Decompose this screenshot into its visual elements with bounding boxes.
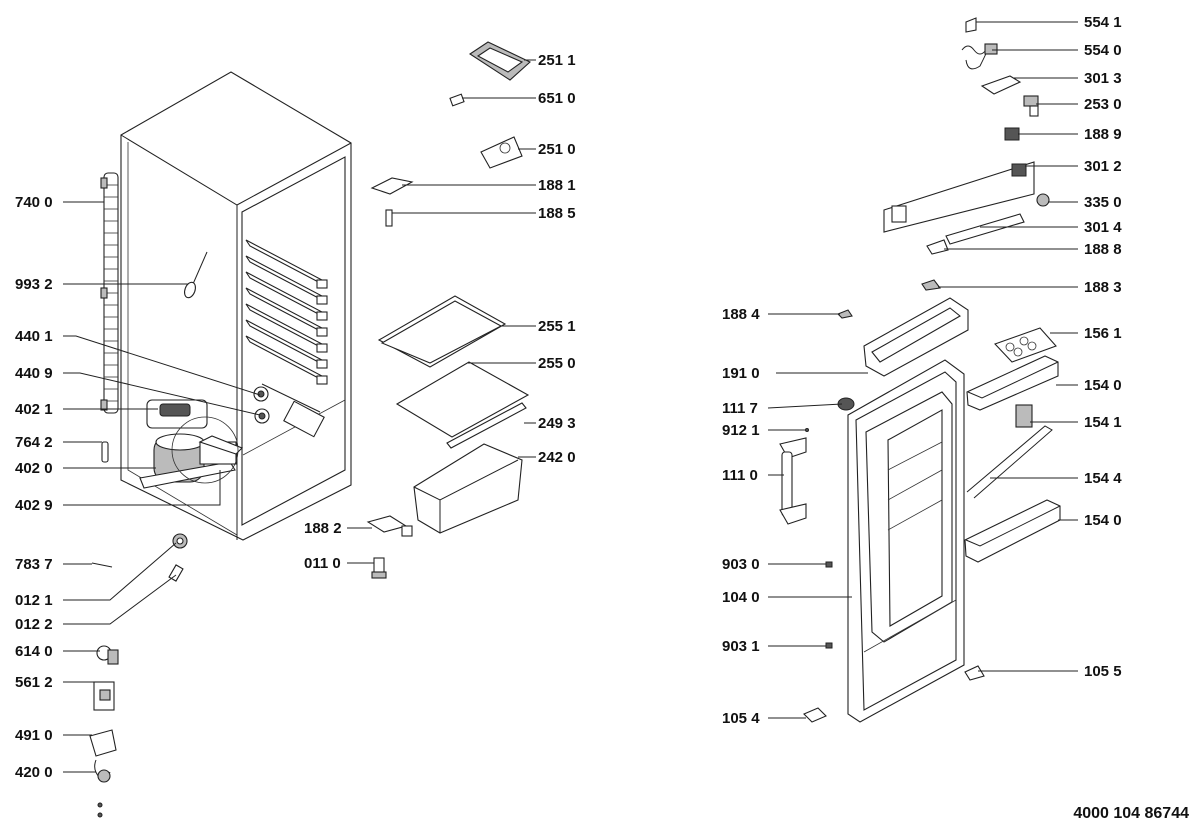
label-188-9: 188 9 [1084,126,1122,143]
label-301-2: 301 2 [1084,158,1122,175]
label-301-3: 301 3 [1084,70,1122,87]
label-251-1: 251 1 [538,52,576,69]
label-903-1: 903 1 [722,638,760,655]
label-154-0-lower: 154 0 [1084,512,1122,529]
label-740-0: 740 0 [15,194,53,211]
label-255-1: 255 1 [538,318,576,335]
label-011-0: 011 0 [304,555,341,572]
label-104-0: 104 0 [722,589,760,606]
label-903-0: 903 0 [722,556,760,573]
label-191-0: 191 0 [722,365,760,382]
label-012-2: 012 2 [15,616,53,633]
label-402-9: 402 9 [15,497,53,514]
thermostat-probe-part [184,251,208,299]
label-156-1: 156 1 [1084,325,1122,342]
label-402-1: 402 1 [15,401,53,418]
label-335-0: 335 0 [1084,194,1122,211]
label-764-2: 764 2 [15,434,53,451]
label-440-1: 440 1 [15,328,53,345]
label-253-0: 253 0 [1084,96,1122,113]
label-154-0-upper: 154 0 [1084,377,1122,394]
label-440-9: 440 9 [15,365,53,382]
label-251-0: 251 0 [538,141,576,158]
label-111-0: 111 0 [722,467,758,484]
label-188-8: 188 8 [1084,241,1122,258]
label-491-0: 491 0 [15,727,53,744]
label-561-2: 561 2 [15,674,53,691]
label-402-0: 402 0 [15,460,53,477]
label-554-0: 554 0 [1084,42,1122,59]
shelves-and-crisper [377,295,530,534]
label-154-4: 154 4 [1084,470,1122,487]
label-301-4: 301 4 [1084,219,1122,236]
leader-lines [63,21,1078,773]
label-255-0: 255 0 [538,355,576,372]
label-105-5: 105 5 [1084,663,1122,680]
left-small-parts [89,533,188,818]
label-188-3: 188 3 [1084,279,1122,296]
top-center-parts [366,41,531,579]
label-012-1: 012 1 [15,592,53,609]
label-993-2: 993 2 [15,276,53,293]
label-154-1: 154 1 [1084,414,1122,431]
compressor-assembly [101,383,321,489]
label-614-0: 614 0 [15,643,53,660]
label-651-0: 651 0 [538,90,576,107]
condenser-part [100,172,119,414]
label-188-4: 188 4 [722,306,760,323]
label-188-5: 188 5 [538,205,576,222]
cabinet-shelf-rails [245,239,328,438]
label-420-0: 420 0 [15,764,53,781]
label-242-0: 242 0 [538,449,576,466]
label-111-7: 111 7 [722,400,758,417]
label-188-1: 188 1 [538,177,576,194]
label-188-2: 188 2 [304,520,342,537]
part-labels: 740 0 993 2 440 1 440 9 402 1 764 2 402 … [15,14,1189,822]
control-panel-parts [837,17,1050,319]
label-249-3: 249 3 [538,415,576,432]
document-number: 4000 104 86744 [1073,805,1189,822]
door-fittings [779,397,985,723]
label-912-1: 912 1 [722,422,760,439]
door-bins [964,327,1061,563]
label-105-4: 105 4 [722,710,760,727]
label-783-7: 783 7 [15,556,53,573]
label-554-1: 554 1 [1084,14,1122,31]
fridge-door [847,297,969,723]
